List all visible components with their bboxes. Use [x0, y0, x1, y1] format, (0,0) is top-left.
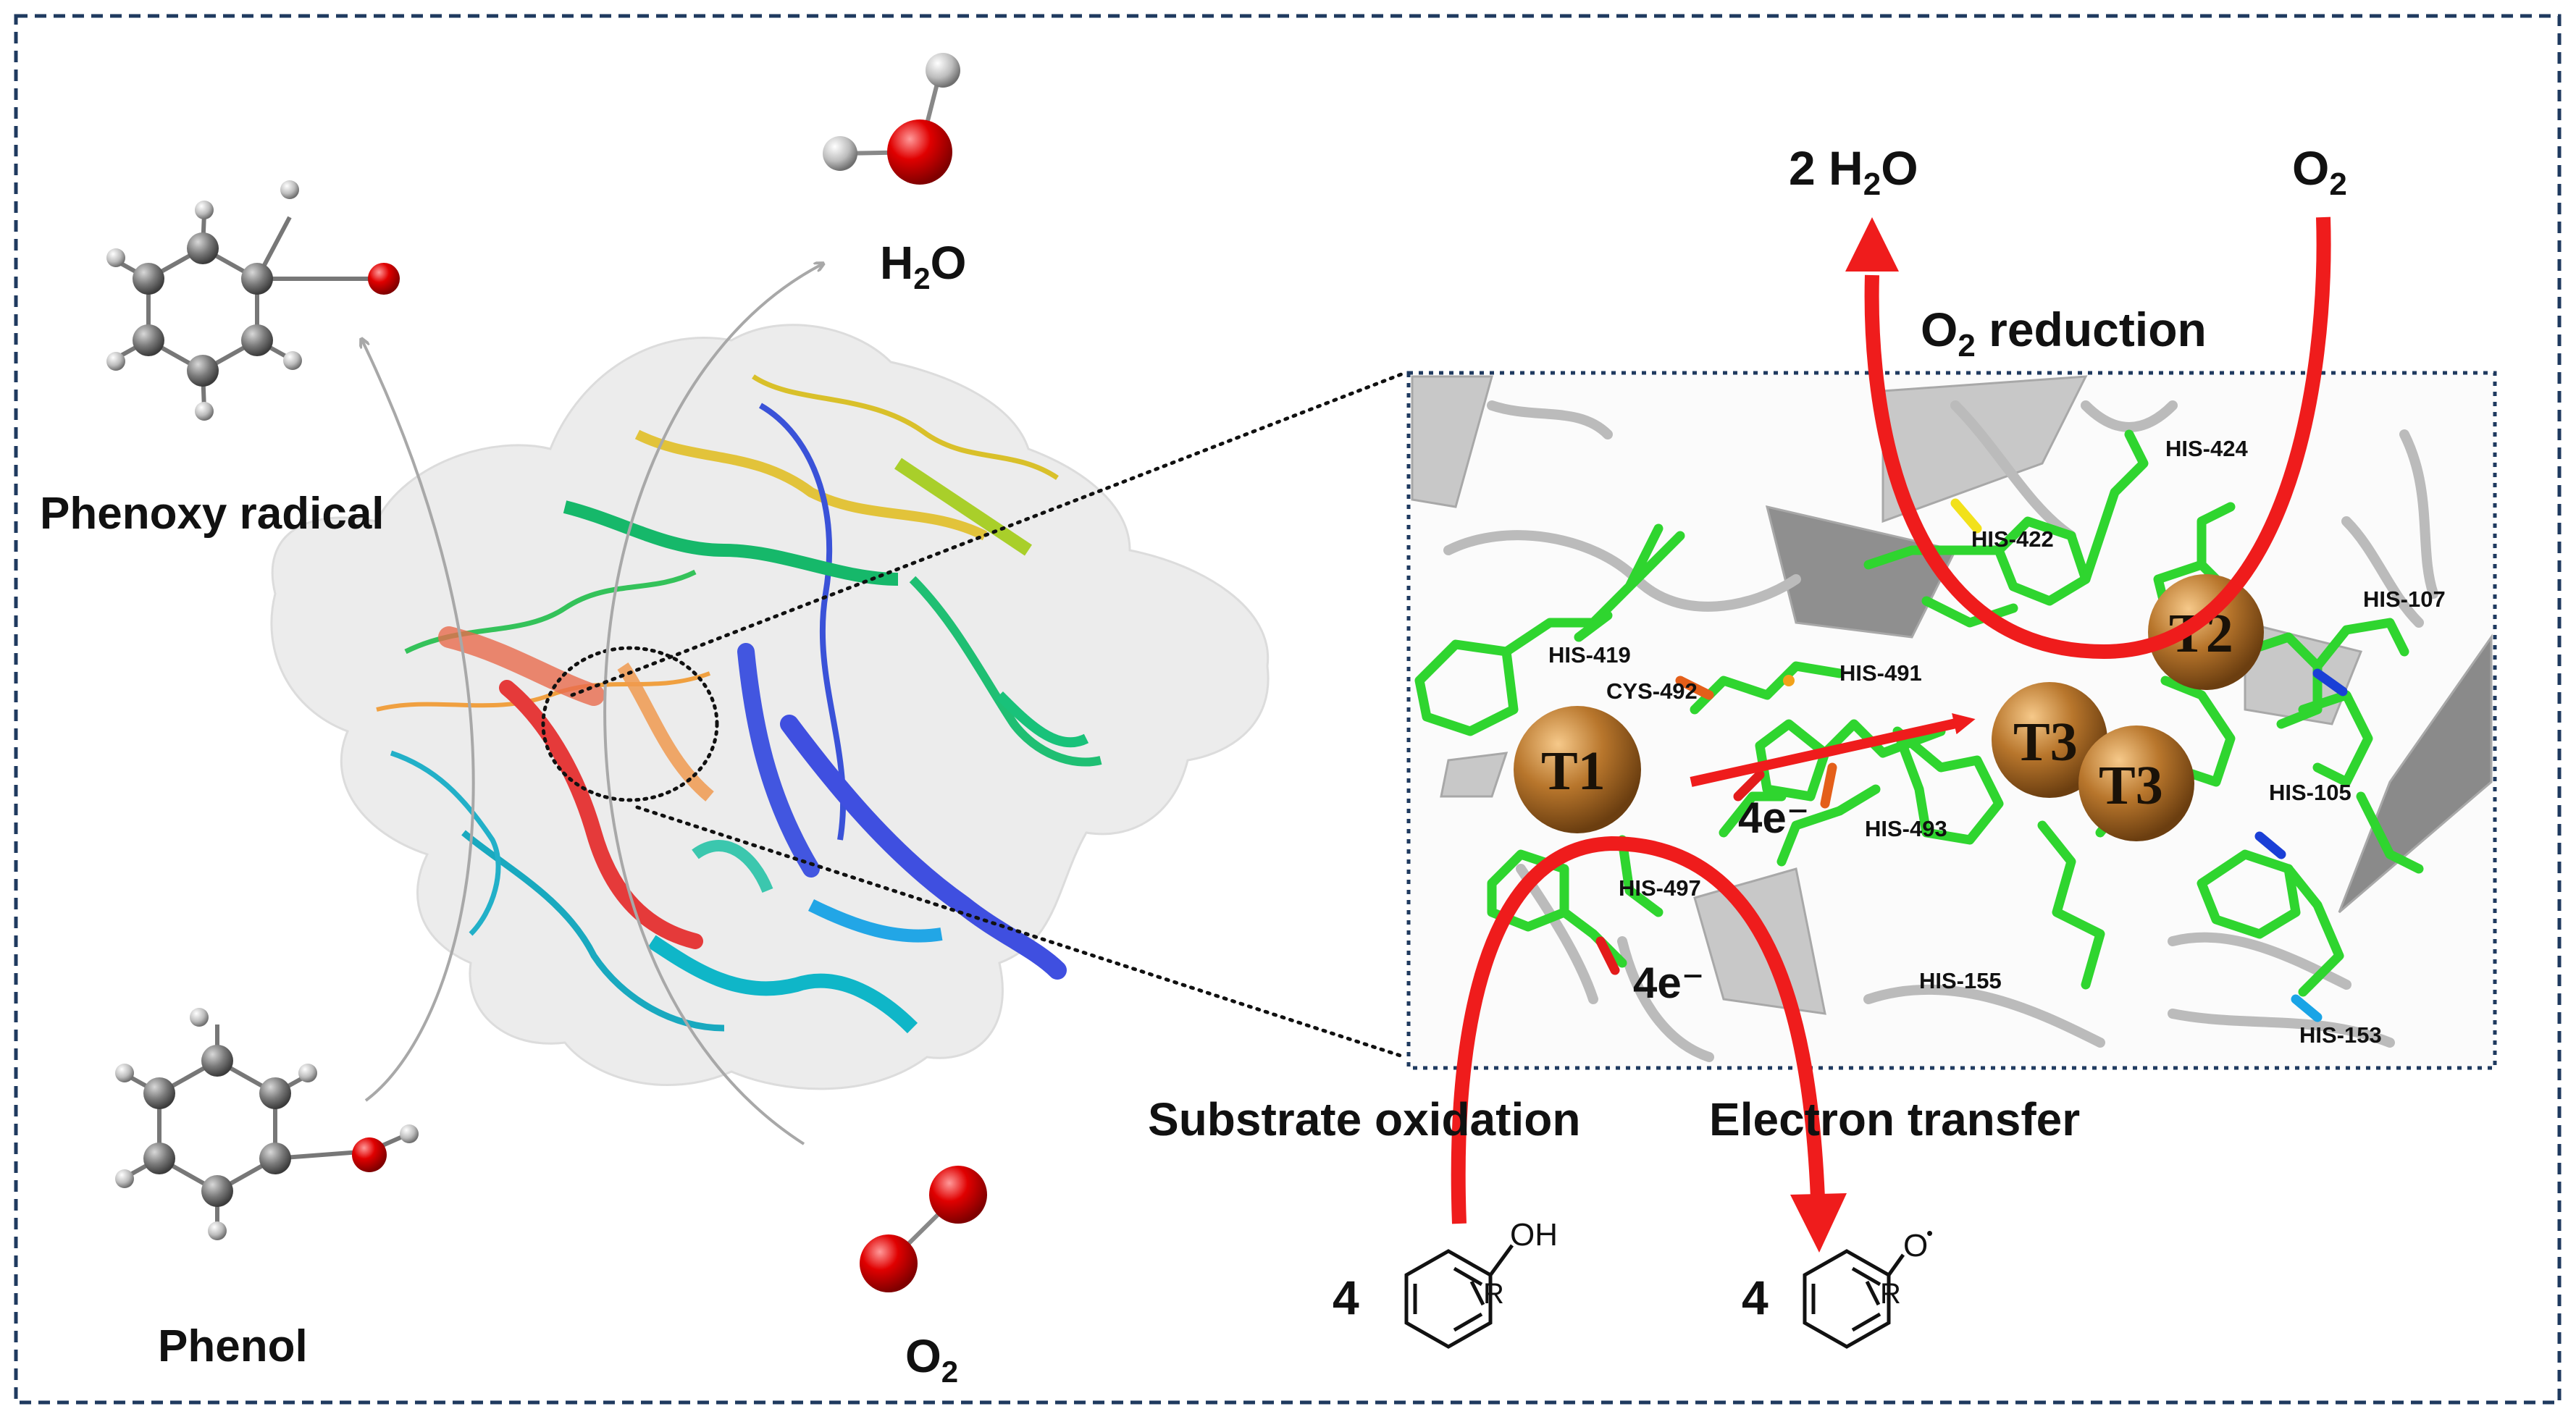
phenoxy-skeletal	[1803, 1249, 1905, 1349]
radical-o-label: O	[1903, 1228, 1928, 1263]
copper-t3-a	[1992, 682, 2107, 798]
residue-his-107: HIS-107	[2363, 586, 2446, 612]
copper-sites: T1 T2 T3 T3	[1514, 574, 2264, 841]
phenol-skeletal	[1404, 1244, 1514, 1349]
residue-his-419: HIS-419	[1548, 642, 1631, 668]
active-site-highlight	[541, 646, 719, 802]
count-phenol: 4	[1333, 1271, 1359, 1324]
electrons-lower-label: 4e⁻	[1633, 959, 1704, 1007]
water-molecule	[823, 53, 960, 185]
copper-t3-b	[2078, 725, 2194, 841]
protein-structure	[270, 324, 1270, 1090]
residue-his-105: HIS-105	[2269, 780, 2351, 805]
phenol-label: Phenol	[158, 1321, 308, 1371]
oxygen-molecule	[860, 1166, 987, 1292]
oxygen-label-left: O2	[905, 1330, 958, 1389]
phenoxy-radical-molecule	[106, 180, 400, 421]
substrate-oxidation-arrow	[1451, 836, 1825, 1224]
phenol-oh-label: OH	[1510, 1217, 1558, 1253]
outer-frame	[14, 14, 2562, 1405]
copper-t3-b-label: T3	[2099, 755, 2163, 816]
copper-t1-label: T1	[1541, 741, 1606, 802]
electrons-center-label: 4e⁻	[1738, 794, 1809, 842]
electron-transfer-label: Electron transfer	[1709, 1093, 2080, 1145]
zoom-line-bottom	[635, 805, 1407, 1059]
phenol-r-label: R	[1483, 1278, 1504, 1310]
radical-r-label: R	[1880, 1278, 1901, 1310]
arrow-phenol-to-radical	[362, 340, 475, 1102]
o2-reduction-label: O2 reduction	[1921, 303, 2207, 363]
residue-his-153: HIS-153	[2299, 1022, 2382, 1048]
substrate-oxidation-arrowhead	[1790, 1193, 1847, 1253]
residue-his-493: HIS-493	[1865, 816, 1947, 841]
oxygen-label-right: O2	[2292, 141, 2347, 202]
residue-his-422: HIS-422	[1971, 526, 2054, 552]
phenoxy-radical-label: Phenoxy radical	[40, 489, 385, 539]
electron-transfer-arrow	[1690, 712, 1976, 787]
water-label-left: H2O	[880, 237, 966, 295]
residue-labels: HIS-424 HIS-422 HIS-107 HIS-419 HIS-491 …	[1548, 436, 2446, 1048]
protein-surface	[270, 324, 1270, 1090]
zoom-line-top	[570, 371, 1407, 697]
residue-his-155: HIS-155	[1919, 968, 2002, 993]
o2-reduction-arrow	[1864, 216, 2331, 660]
copper-t2	[2148, 574, 2264, 690]
copper-t1	[1514, 706, 1641, 833]
residue-his-491: HIS-491	[1839, 660, 1922, 686]
o2-reduction-arrowhead	[1845, 217, 1899, 272]
copper-t3-a-label: T3	[2013, 712, 2078, 773]
radical-dot-label: •	[1926, 1222, 1933, 1244]
phenol-molecule	[115, 1008, 419, 1240]
count-radical: 4	[1742, 1271, 1769, 1324]
residue-his-497: HIS-497	[1619, 875, 1701, 901]
residue-his-424: HIS-424	[2165, 436, 2248, 461]
arrow-o2-to-water	[603, 264, 822, 1145]
two-water-label: 2 H2O	[1789, 141, 1918, 202]
residue-cys-492: CYS-492	[1606, 678, 1698, 704]
substrate-oxidation-label: Substrate oxidation	[1148, 1093, 1580, 1145]
